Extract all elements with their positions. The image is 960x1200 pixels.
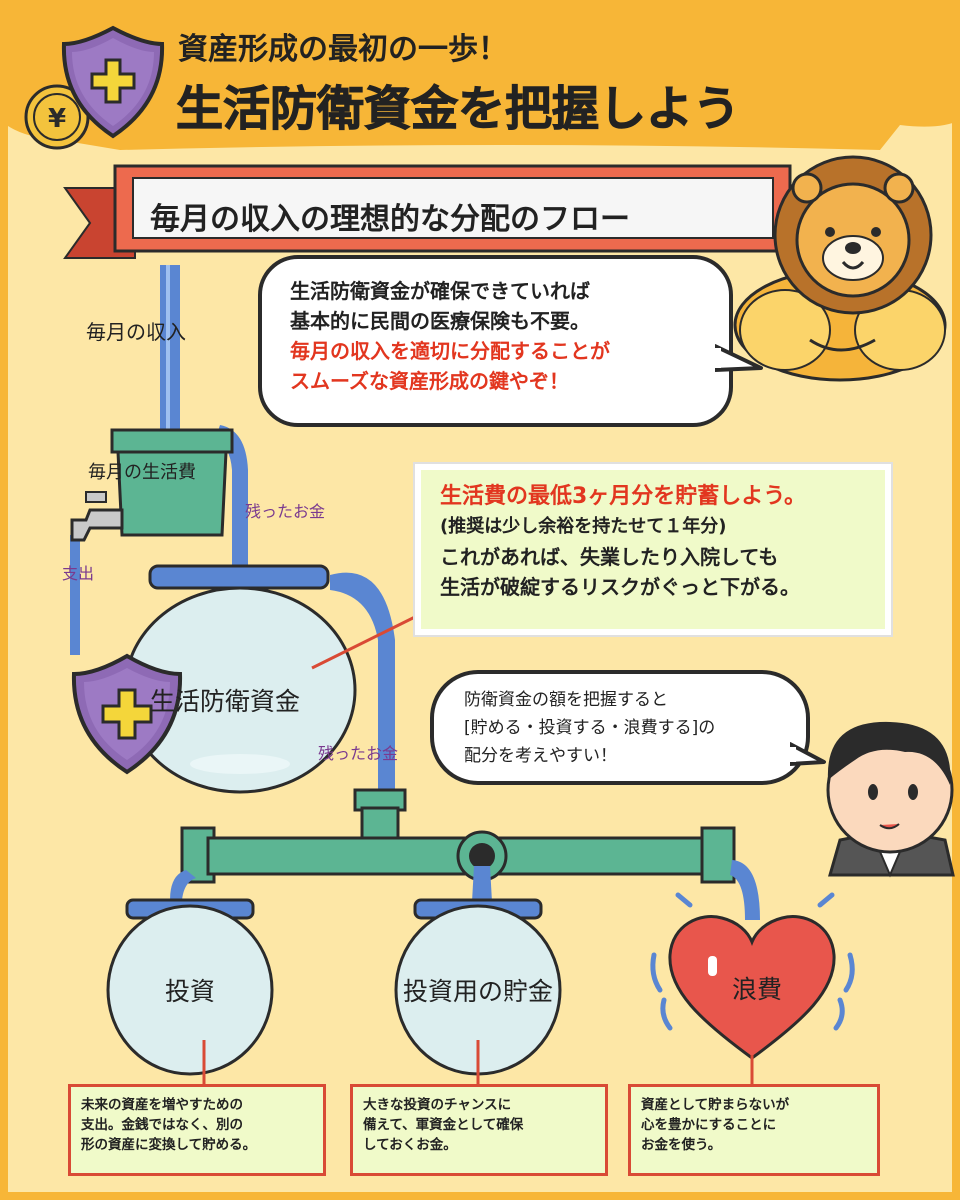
lion-speech-bubble xyxy=(258,255,733,427)
man-bubble-line1: 防衛資金の額を把握すると xyxy=(464,690,668,710)
savings-note-box xyxy=(413,462,893,637)
shield-plus-icon xyxy=(61,25,165,139)
header-title: 生活防衛資金を把握しよう xyxy=(176,82,741,138)
lion-bubble-line3: 毎月の収入を適切に分配することが xyxy=(290,339,610,363)
ribbon-text: 毎月の収入の理想的な分配のフロー xyxy=(150,202,630,237)
man-speech-bubble xyxy=(430,670,810,785)
man-bubble-tail xyxy=(790,742,826,766)
defense-fund-label: 生活防衛資金 xyxy=(150,687,301,716)
defense-shield-icon xyxy=(71,653,183,775)
remaining-label-2: 残ったお金 xyxy=(318,744,399,763)
svg-text:¥: ¥ xyxy=(48,104,66,134)
jar-label-investment-savings: 投資用の貯金 xyxy=(402,977,553,1006)
savings-note-line4: 生活が破綻するリスクがぐっと下がる。 xyxy=(440,575,800,599)
desc-waste-line3: お金を使う。 xyxy=(641,1137,722,1153)
man-avatar xyxy=(826,721,955,878)
income-label: 毎月の収入 xyxy=(86,320,186,344)
desc-investment-line2: 支出。金銭ではなく、別の xyxy=(81,1117,243,1133)
lion-bubble-tail xyxy=(715,344,763,372)
lion-mascot xyxy=(733,155,947,382)
savings-note-line1: 生活費の最低3ヶ月分を貯蓄しよう。 xyxy=(440,484,806,509)
yen-coin-icon: ¥ xyxy=(24,84,90,150)
desc-box-waste: 資産として貯まらないが 心を豊かにすることに お金を使う。 xyxy=(628,1084,880,1176)
man-bubble-line2: [貯める・投資する・浪費する]の xyxy=(464,718,716,738)
lion-bubble-line1: 生活防衛資金が確保できていれば xyxy=(290,279,590,303)
header-band xyxy=(0,0,960,150)
desc-investment-line3: 形の資産に変換して貯める。 xyxy=(81,1137,257,1153)
ribbon-banner xyxy=(63,164,792,259)
desc-savings-line3: しておくお金。 xyxy=(363,1137,457,1153)
lion-bubble-line4: スムーズな資産形成の鍵やぞ！ xyxy=(290,369,569,393)
savings-note-line2: (推奨は少し余裕を持たせて１年分) xyxy=(440,516,727,537)
desc-box-investment-savings: 大きな投資のチャンスに 備えて、軍資金として確保 しておくお金。 xyxy=(350,1084,608,1176)
expense-label: 支出 xyxy=(62,564,95,583)
remaining-label-1: 残ったお金 xyxy=(245,502,326,521)
header-subtitle: 資産形成の最初の一歩！ xyxy=(178,32,508,67)
man-bubble-line3: 配分を考えやすい！ xyxy=(464,746,617,766)
living-cost-label: 毎月の生活費 xyxy=(88,462,196,483)
desc-investment-line1: 未来の資産を増やすための xyxy=(81,1097,243,1113)
desc-savings-line2: 備えて、軍資金として確保 xyxy=(363,1117,524,1133)
jar-label-investment: 投資 xyxy=(164,977,215,1006)
desc-waste-line1: 資産として貯まらないが xyxy=(641,1097,790,1113)
jar-label-waste: 浪費 xyxy=(731,975,782,1004)
desc-box-investment: 未来の資産を増やすための 支出。金銭ではなく、別の 形の資産に変換して貯める。 xyxy=(68,1084,326,1176)
lion-bubble-line2: 基本的に民間の医療保険も不要。 xyxy=(290,309,590,333)
desc-waste-line2: 心を豊かにすることに xyxy=(641,1117,777,1133)
savings-note-line3: これがあれば、失業したり入院しても xyxy=(440,545,779,569)
desc-savings-line1: 大きな投資のチャンスに xyxy=(363,1097,512,1113)
